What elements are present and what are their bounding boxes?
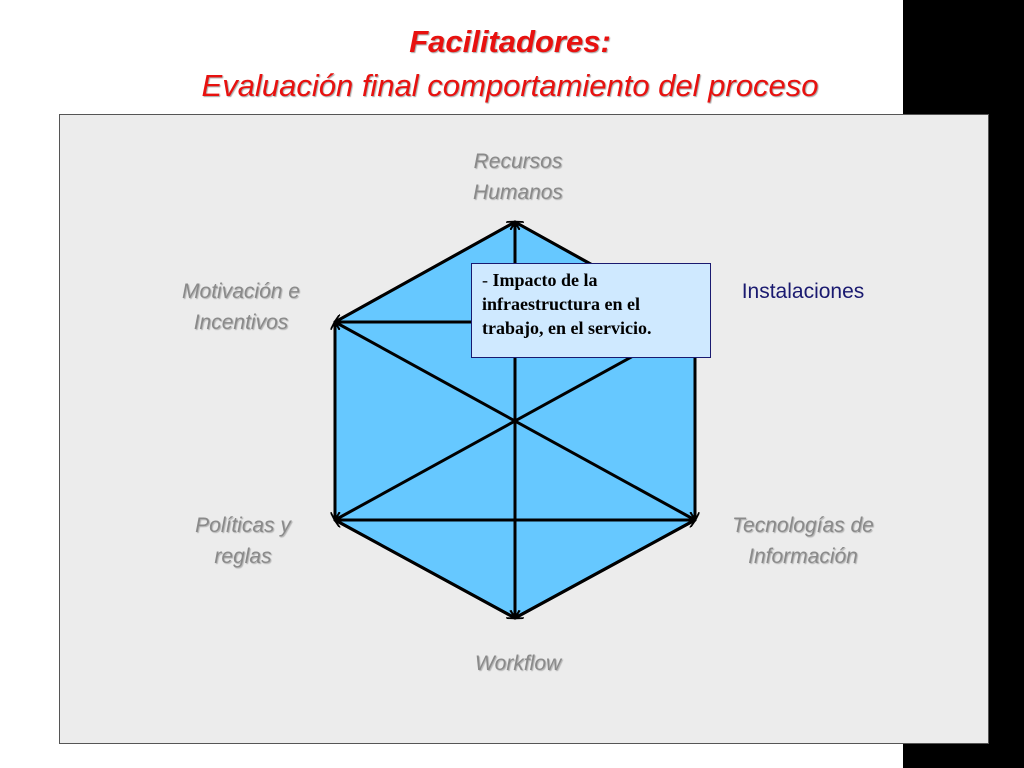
diagram-panel: [59, 114, 989, 744]
slide-subtitle: Evaluación final comportamiento del proc…: [201, 68, 819, 103]
edge-lower-right-bottom: [515, 520, 695, 618]
node-label-instalaciones: Instalaciones: [741, 280, 865, 303]
edge-bottom-lower-left: [335, 520, 515, 618]
edge-upper-left-top: [335, 222, 515, 322]
node-label-tecnologias-informacion: Tecnologías de Información: [732, 514, 874, 568]
callout-text: Impacto de la infraestructura en el trab…: [482, 270, 652, 338]
slide-title: Facilitadores:: [409, 24, 611, 59]
node-label-motivacion-incentivos: Motivación e Incentivos: [182, 280, 300, 334]
callout-dash: -: [482, 270, 493, 290]
node-label-workflow: Workflow: [474, 652, 562, 675]
infraestructura-callout: - Impacto de la infraestructura en el tr…: [471, 263, 711, 358]
node-label-politicas-reglas: Políticas y reglas: [195, 514, 291, 568]
node-label-recursos-humanos: Recursos Humanos: [473, 150, 563, 204]
